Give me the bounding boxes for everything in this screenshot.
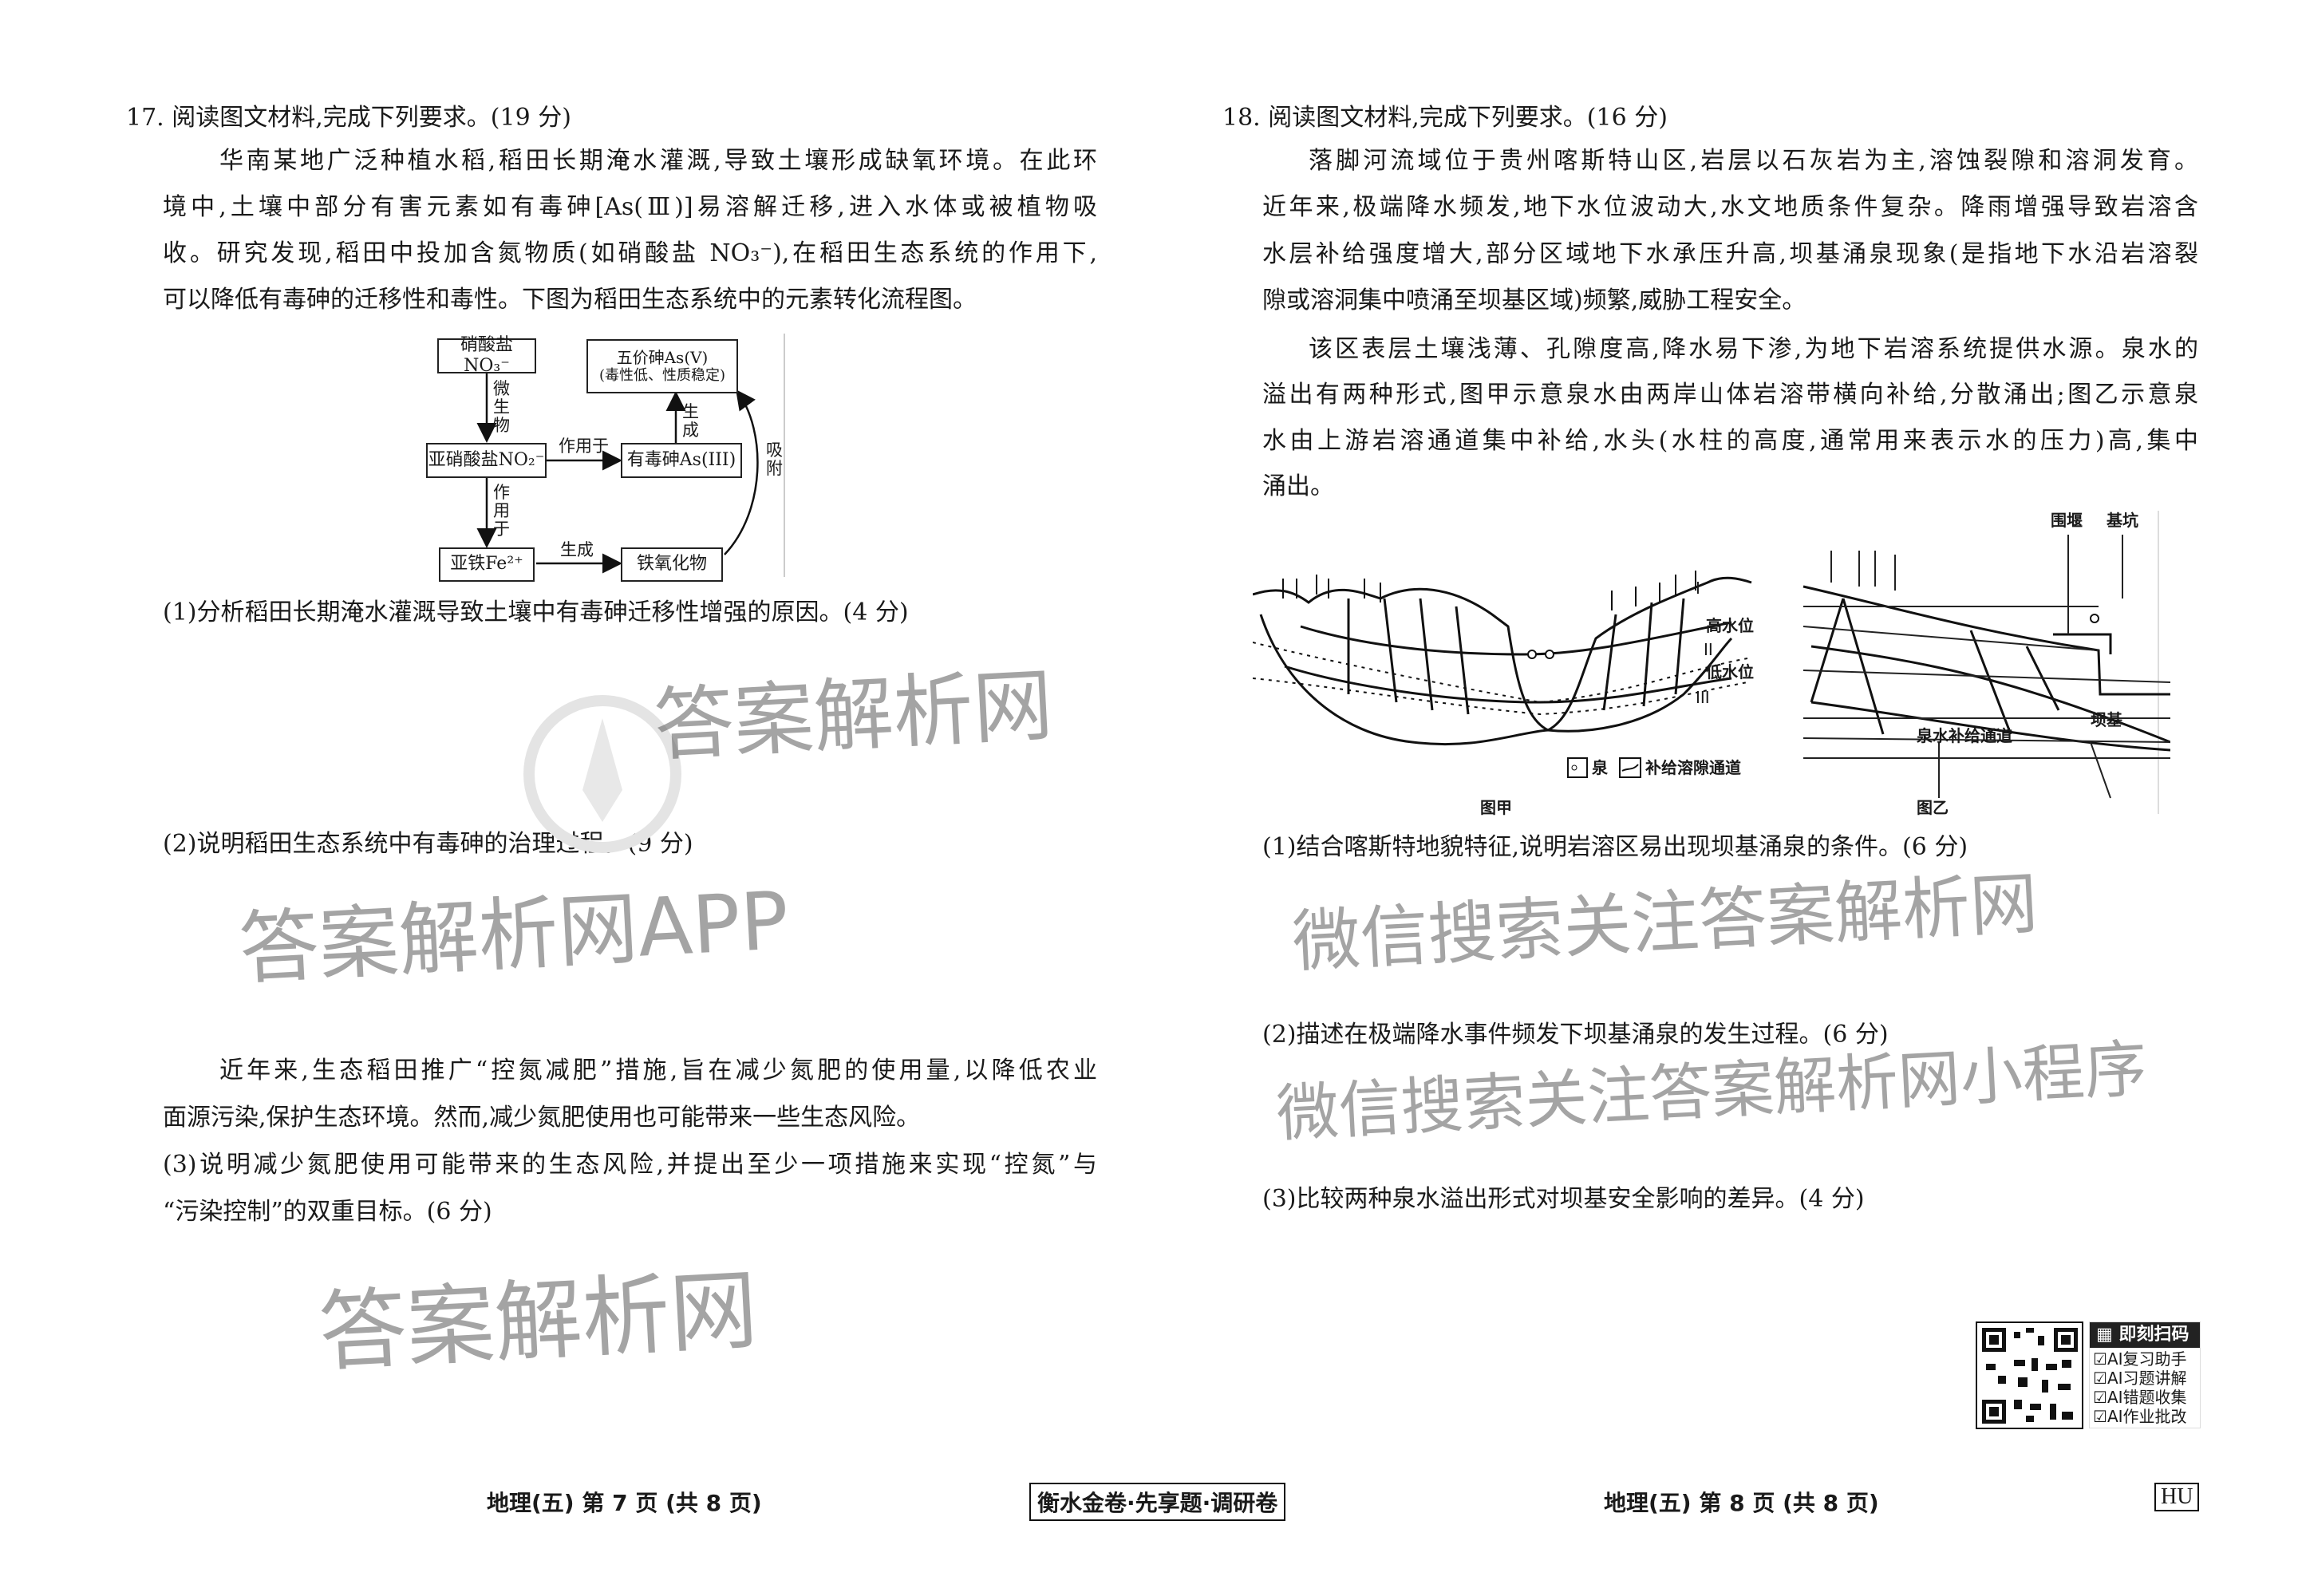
q18-para1-line: 隙或溶洞集中喷涌至坝基区域)频繁,威胁工程安全。 <box>1262 286 1806 314</box>
footer-code: HU <box>2154 1483 2200 1511</box>
high-water-label: 高水位 <box>1706 616 1754 635</box>
q17-para1-line: 可以降低有毒砷的迁移性和毒性。下图为稻田生态系统中的元素转化流程图。 <box>163 286 977 314</box>
level-i-label: I <box>1696 579 1700 598</box>
figure-a-valley-section <box>1253 535 2170 799</box>
acts-on-label: 作用于 <box>559 437 609 456</box>
level-ii-label: II <box>1704 640 1713 659</box>
q18-para1-line: 落脚河流域位于贵州喀斯特山区,岩层以石灰岩为主,溶蚀裂隙和溶洞发育。 <box>1309 147 2198 175</box>
q18-para1-line: 近年来,极端降水频发,地下水位波动大,水文地质条件复杂。降雨增强导致岩溶含 <box>1262 193 2198 221</box>
spring-icon <box>1545 650 1554 659</box>
qr-header: ▦ 即刻扫码 <box>2090 1322 2200 1348</box>
footer-page-left: 地理(五) 第 7 页 (共 8 页) <box>487 1490 762 1516</box>
spring-channel-label: 泉水补给通道 <box>1917 726 2012 745</box>
cofferdam-label: 围堰 <box>2051 511 2083 530</box>
microbe-label: 微生物 <box>493 379 510 436</box>
scan-icon: ▦ <box>2096 1325 2119 1345</box>
q17-para1-line: 华南某地广泛种植水稻,稻田长期淹水灌溉,导致土壤形成缺氧环境。在此环 <box>219 147 1097 175</box>
watermark: 微信搜索关注答案解析网小程序 <box>1274 1033 2149 1151</box>
as5-box: 五价砷As(V) (毒性低、性质稳定) <box>586 339 738 393</box>
qr-feature-label: AI复习助手 <box>2107 1349 2187 1369</box>
q17-title: 17. 阅读图文材料,完成下列要求。(19 分) <box>126 104 571 132</box>
watermark: 答案解析网 <box>316 1258 760 1384</box>
q18-para2-line: 该区表层土壤浅薄、孔隙度高,降水易下渗,为地下岩溶系统提供水源。泉水的 <box>1309 335 2198 363</box>
qr-feature-label: AI错题收集 <box>2107 1388 2187 1407</box>
figure-a-caption: 图甲 <box>1480 798 1512 817</box>
checkbox-icon: ☑ <box>2093 1349 2107 1369</box>
qr-feature-panel: ▦ 即刻扫码 ☑AI复习助手 ☑AI习题讲解 ☑AI错题收集 ☑AI作业批改 <box>2089 1321 2201 1428</box>
qr-code-icon <box>1982 1328 2078 1424</box>
nitrate-box: 硝酸盐NO₃⁻ <box>437 335 536 376</box>
qr-feature-item: ☑AI习题讲解 <box>2093 1369 2197 1388</box>
qr-feature-label: AI作业批改 <box>2107 1407 2187 1426</box>
watermark: 答案解析网 <box>651 658 1056 772</box>
q17-para1-line: 境中,土壤中部分有害元素如有毒砷[As(Ⅲ)]易溶解迁移,进入水体或被植物吸 <box>163 193 1097 221</box>
low-water-label: 低水位 <box>1706 662 1754 681</box>
legend-spring-label: 泉 <box>1592 758 1608 777</box>
iron-oxide-box: 铁氧化物 <box>621 547 723 582</box>
q18-para1-line: 水层补给强度增大,部分区域地下水承压升高,坝基涌泉现象(是指地下水沿岩溶裂 <box>1262 240 2198 268</box>
q17-para2-line: 近年来,生态稻田推广“控氮减肥”措施,旨在减少氮肥的使用量,以降低农业 <box>219 1057 1097 1084</box>
q17-sub1: (1)分析稻田长期淹水灌溉导致土壤中有毒砷迁移性增强的原因。(4 分) <box>163 598 909 626</box>
generate-label: 生成 <box>682 402 699 440</box>
q17-para2-line: 面源污染,保护生态环境。然而,减少氮肥使用也可能带来一些生态风险。 <box>163 1104 921 1132</box>
q17-sub3-line: (3)说明减少氮肥使用可能带来的生态风险,并提出至少一项措施来实现“控氮”与 <box>163 1151 1097 1179</box>
foundation-pit-label: 基坑 <box>2107 511 2138 530</box>
q18-para2-line: 涌出。 <box>1262 472 1334 500</box>
legend-spring-icon <box>1567 757 1588 778</box>
legend-channel-icon <box>1619 757 1641 778</box>
legend-channel-label: 补给溶隙通道 <box>1645 758 1741 777</box>
q18-para2-line: 溢出有两种形式,图甲示意泉水由两岸山体岩溶带横向补给,分散涌出;图乙示意泉 <box>1262 381 2198 409</box>
qr-feature-item: ☑AI错题收集 <box>2093 1388 2197 1407</box>
as5-note: (毒性低、性质稳定) <box>598 367 726 385</box>
level-iii-label: III <box>1696 688 1710 707</box>
karst-spring-figures: I 高水位 II 低水位 III 围堰 基坑 泉水补给通道 坝基 泉 补给溶隙通… <box>1253 511 2170 822</box>
q18-sub1: (1)结合喀斯特地貌特征,说明岩溶区易出现坝基涌泉的条件。(6 分) <box>1262 833 1968 861</box>
spring-icon <box>2090 614 2099 623</box>
as5-label: 五价砷As(V) <box>616 348 709 368</box>
q17-para1-line: 收。研究发现,稻田中投加含氮物质(如硝酸盐 NO₃⁻),在稻田生态系统的作用下, <box>163 239 1097 267</box>
checkbox-icon: ☑ <box>2093 1407 2107 1426</box>
q18-sub2: (2)描述在极端降水事件频发下坝基涌泉的发生过程。(6 分) <box>1262 1021 1889 1049</box>
q18-para2-line: 水由上游岩溶通道集中补给,水头(水柱的高度,通常用来表示水的压力)高,集中 <box>1262 427 2198 455</box>
q17-sub3-line: “污染控制”的双重目标。(6 分) <box>163 1198 492 1226</box>
q18-sub3: (3)比较两种泉水溢出形式对坝基安全影响的差异。(4 分) <box>1262 1185 1865 1213</box>
watermark: 微信搜索关注答案解析网 <box>1290 864 2040 982</box>
checkbox-icon: ☑ <box>2093 1388 2107 1407</box>
watermark: 答案解析网APP <box>236 874 792 996</box>
checkbox-icon: ☑ <box>2093 1369 2107 1388</box>
spring-icon <box>1527 650 1537 659</box>
q18-title: 18. 阅读图文材料,完成下列要求。(16 分) <box>1222 104 1668 132</box>
flow-arrows <box>476 373 759 574</box>
ferrous-box: 亚铁Fe²⁺ <box>439 547 535 582</box>
nitrite-box: 亚硝酸盐NO₂⁻ <box>426 443 547 478</box>
qr-feature-label: AI习题讲解 <box>2107 1369 2187 1388</box>
dam-foundation-label: 坝基 <box>2091 710 2122 729</box>
qr-feature-item: ☑AI复习助手 <box>2093 1349 2197 1369</box>
figure-b-caption: 图乙 <box>1917 798 1949 817</box>
qr-header-label: 即刻扫码 <box>2118 1325 2189 1345</box>
as3-box: 有毒砷As(III) <box>621 443 742 478</box>
footer-page-right: 地理(五) 第 8 页 (共 8 页) <box>1604 1490 1879 1516</box>
qr-code[interactable] <box>1976 1321 2083 1429</box>
element-flow-diagram: 硝酸盐NO₃⁻ 五价砷As(V) (毒性低、性质稳定) 微生物 亚硝酸盐NO₂⁻… <box>415 327 798 583</box>
adsorb-label: 吸附 <box>766 440 783 479</box>
footer-series-title: 衡水金卷·先享题·调研卷 <box>1029 1483 1286 1521</box>
generate-label: 生成 <box>560 540 594 559</box>
logo-watermark-icon <box>523 695 681 853</box>
qr-feature-item: ☑AI作业批改 <box>2093 1407 2197 1426</box>
acts-on-label: 作用于 <box>493 483 510 539</box>
